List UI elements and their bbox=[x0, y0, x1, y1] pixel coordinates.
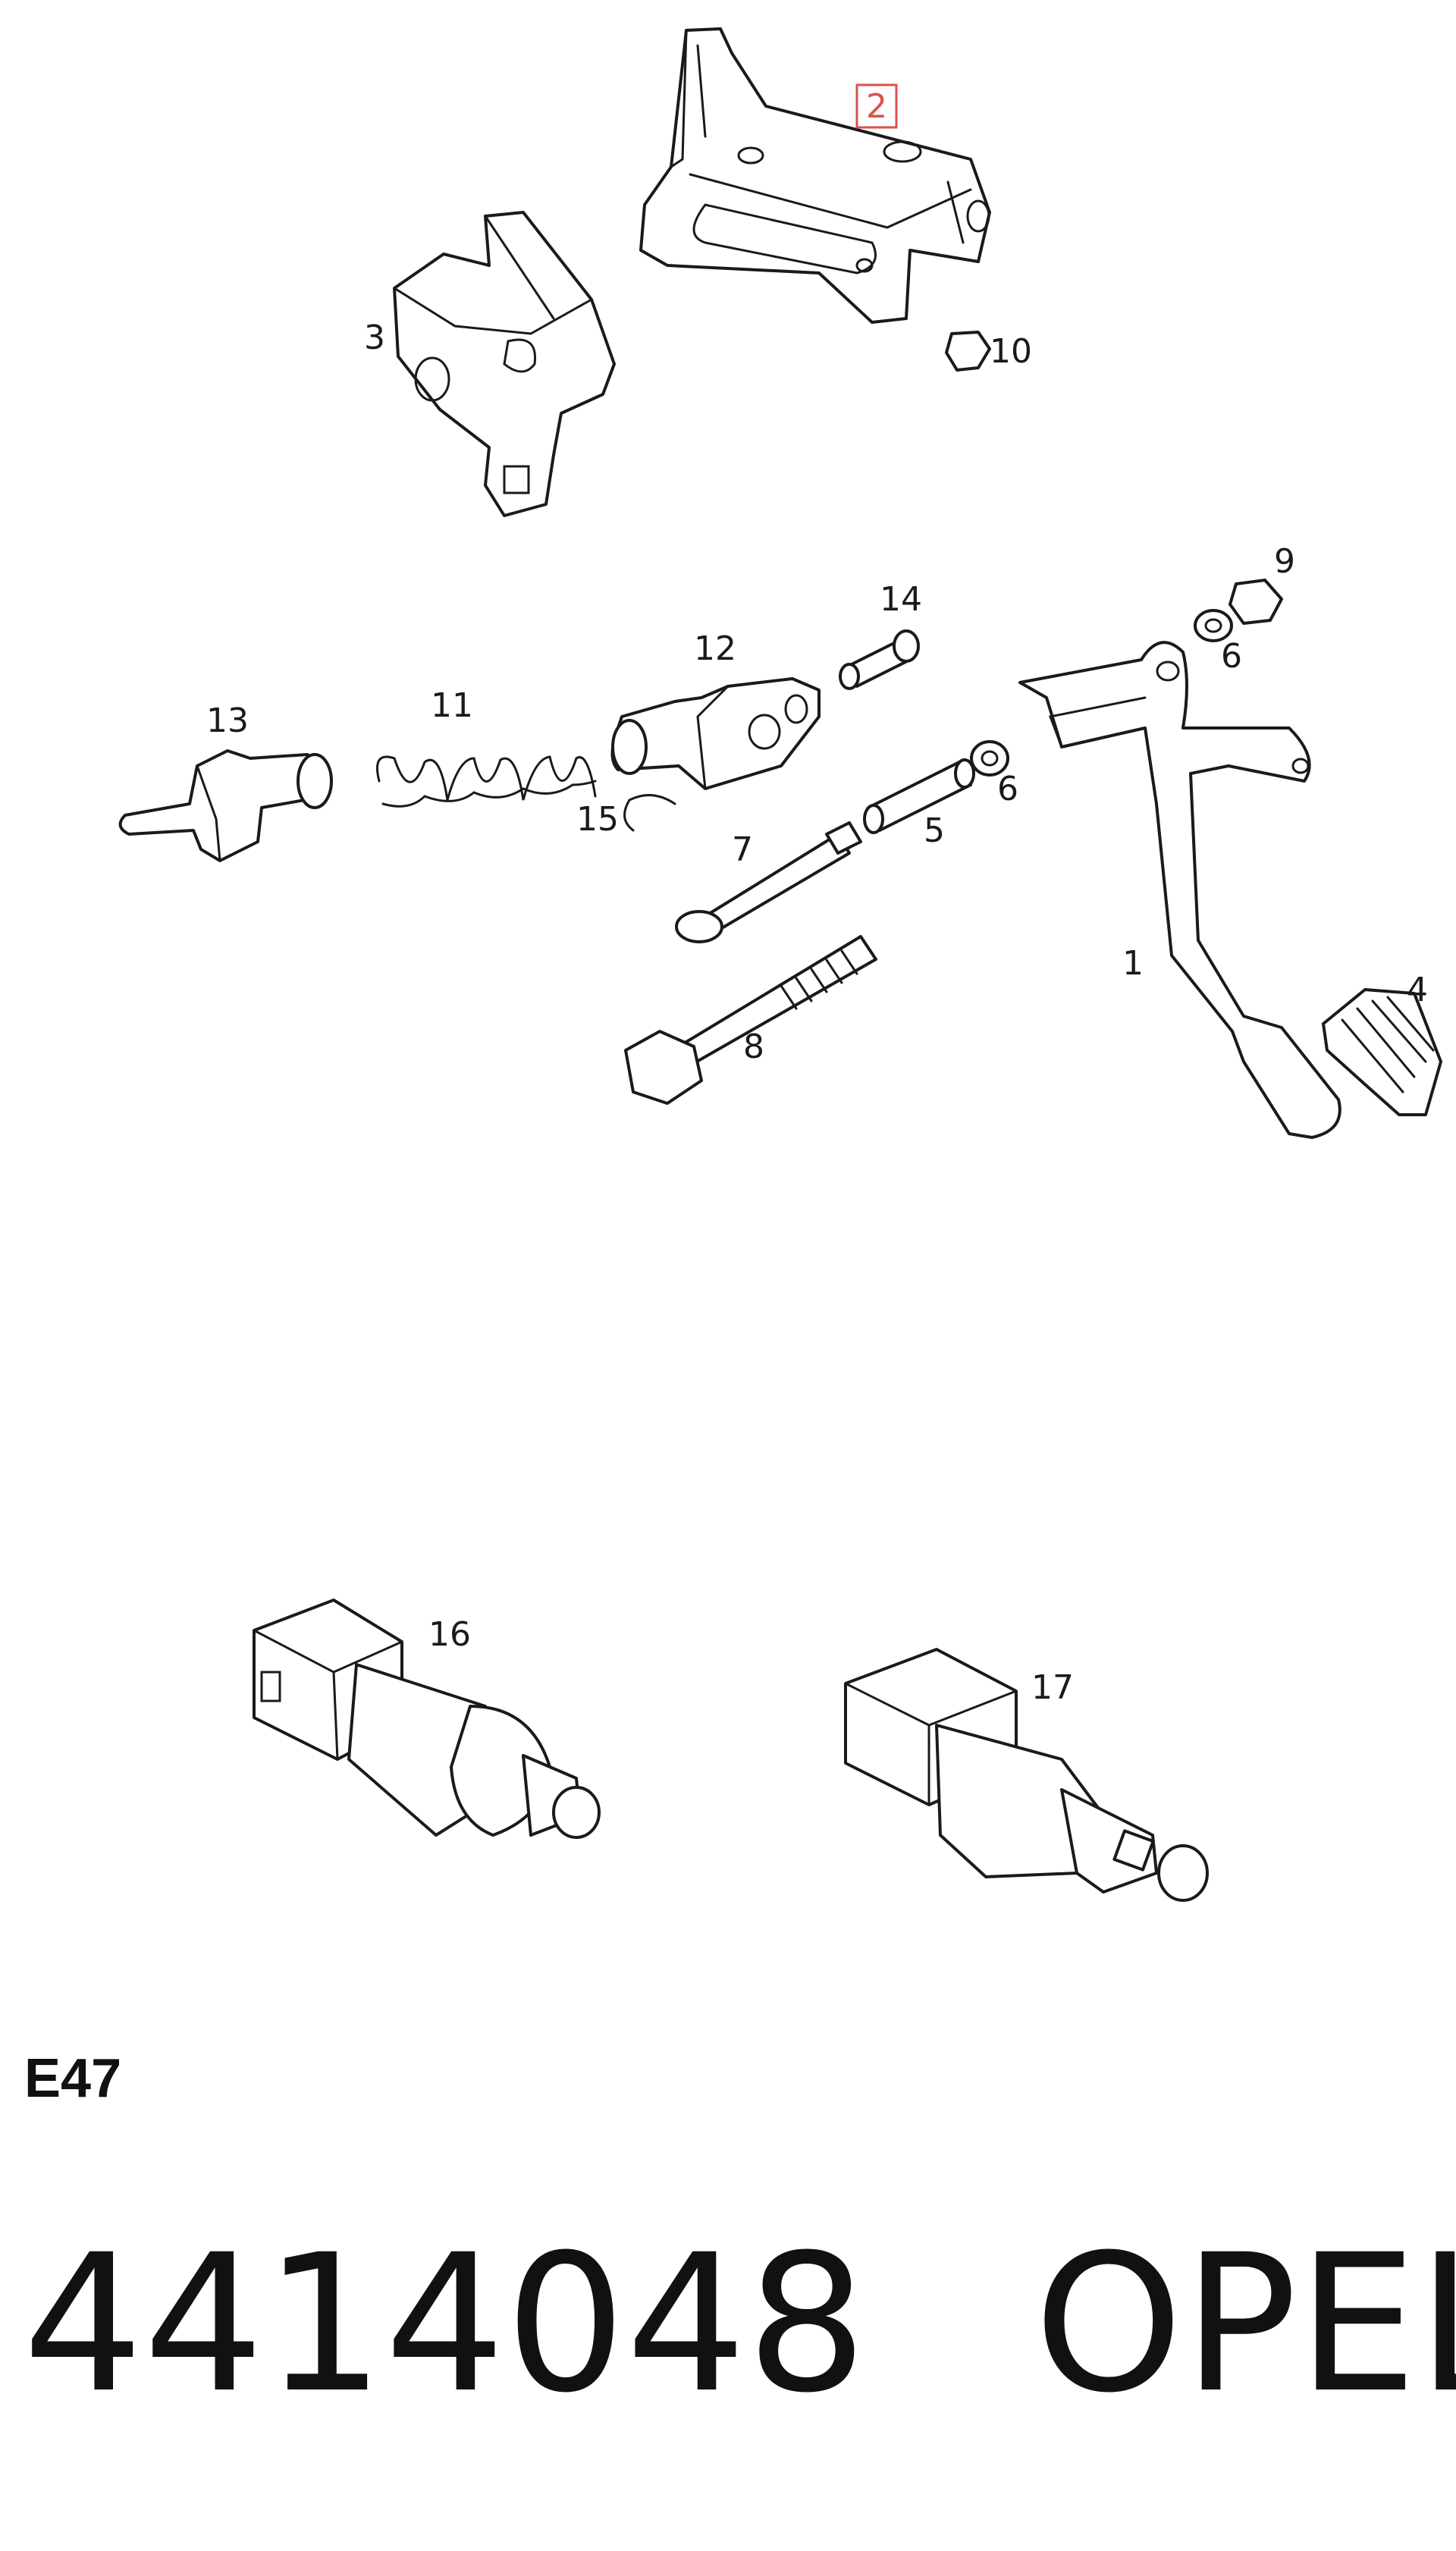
callout-13: 13 bbox=[206, 701, 249, 740]
brand-name: OPEL bbox=[1034, 2214, 1456, 2434]
part-16-switch bbox=[253, 1599, 601, 1839]
part-17-switch bbox=[844, 1648, 1209, 1902]
part-14-pin bbox=[839, 629, 920, 690]
callout-7: 7 bbox=[732, 830, 753, 869]
exploded-parts-diagram: 2 3 10 9 6 14 12 13 11 15 6 5 7 1 4 8 16… bbox=[118, 27, 1442, 1902]
part-9-nut bbox=[1228, 579, 1283, 625]
callout-14: 14 bbox=[880, 580, 922, 619]
callout-17: 17 bbox=[1031, 1668, 1074, 1707]
part-12-clevis bbox=[610, 677, 821, 790]
part-2-pedal-bracket bbox=[639, 27, 991, 324]
callout-15: 15 bbox=[576, 800, 619, 839]
callout-2-highlight bbox=[855, 83, 898, 129]
part-8-bolt bbox=[624, 935, 877, 1105]
callout-2: 2 bbox=[866, 87, 887, 126]
callout-1: 1 bbox=[1122, 944, 1144, 983]
callout-3: 3 bbox=[364, 318, 385, 357]
part-13-push-rod bbox=[118, 749, 333, 862]
callout-6-upper: 6 bbox=[1221, 637, 1242, 676]
part-6-clip-upper bbox=[1194, 609, 1233, 642]
callout-4: 4 bbox=[1407, 971, 1428, 1009]
part-4-pedal-pad bbox=[1322, 988, 1442, 1116]
callout-16: 16 bbox=[428, 1615, 471, 1654]
callout-11: 11 bbox=[431, 686, 473, 725]
part-6-clip-lower bbox=[970, 740, 1009, 777]
part-3-bracket-block bbox=[393, 211, 616, 517]
part-number: 4414048 bbox=[23, 2214, 868, 2434]
callout-12: 12 bbox=[694, 629, 736, 668]
callout-8: 8 bbox=[743, 1028, 764, 1066]
part-1-clutch-pedal bbox=[1018, 641, 1341, 1139]
callout-labels: 2 3 10 9 6 14 12 13 11 15 6 5 7 1 4 8 16… bbox=[206, 83, 1428, 1707]
part-10-nut bbox=[945, 331, 991, 372]
callout-6-lower: 6 bbox=[997, 770, 1018, 808]
part-11-spring bbox=[376, 755, 597, 808]
section-code: E47 bbox=[24, 2048, 122, 2109]
callout-9: 9 bbox=[1274, 542, 1295, 581]
callout-10: 10 bbox=[990, 332, 1032, 371]
part-15-circlip bbox=[623, 794, 676, 832]
part-5-bushing bbox=[863, 758, 975, 834]
part-7-pivot-pin bbox=[675, 821, 862, 943]
callout-5: 5 bbox=[924, 811, 945, 850]
footer-caption: 4414048OPEL bbox=[23, 2229, 1456, 2419]
